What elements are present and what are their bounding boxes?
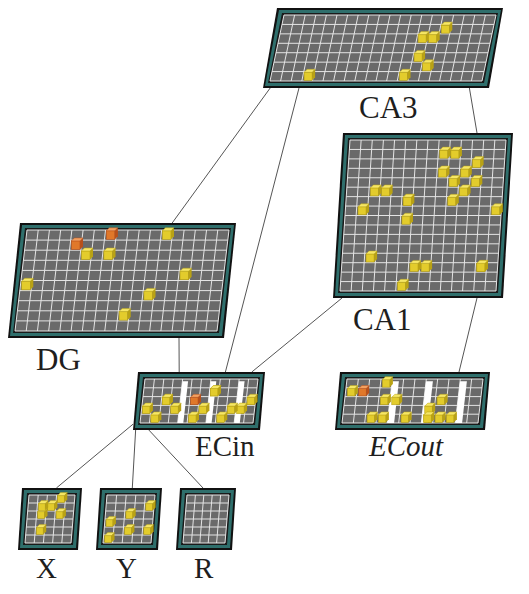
layer-node: X	[18, 488, 82, 550]
layer-node: DG	[8, 223, 236, 338]
layer-node: CA3	[263, 8, 503, 88]
projection-line	[225, 88, 299, 372]
projection-line	[132, 430, 135, 488]
layer-node: Y	[96, 488, 162, 550]
layer-grid	[18, 488, 82, 550]
layer-label: X	[36, 554, 57, 583]
layer-node: R	[176, 488, 236, 550]
projection-line	[56, 424, 133, 488]
layer-grid	[263, 8, 503, 88]
projection-line	[149, 430, 203, 488]
layer-label: CA1	[353, 304, 412, 335]
layer-node: ECin	[133, 372, 265, 430]
layer-label: CA3	[359, 92, 418, 123]
layer-grid	[96, 488, 162, 550]
layer-node: ECout	[335, 372, 490, 430]
layer-label: R	[194, 554, 213, 583]
projection-line	[172, 88, 270, 223]
layer-label: ECout	[369, 432, 443, 461]
layer-node: CA1	[333, 133, 513, 298]
layer-grid	[335, 372, 490, 430]
projection-line	[179, 338, 180, 372]
layer-label: ECin	[195, 432, 255, 461]
projection-line	[459, 298, 477, 372]
layer-grid	[133, 372, 265, 430]
projection-line	[252, 298, 342, 372]
layer-label: DG	[36, 344, 81, 375]
projection-line	[469, 88, 477, 133]
layer-grid	[176, 488, 236, 550]
layer-grid	[8, 223, 236, 338]
layer-label: Y	[116, 554, 137, 583]
layer-grid	[333, 133, 513, 298]
